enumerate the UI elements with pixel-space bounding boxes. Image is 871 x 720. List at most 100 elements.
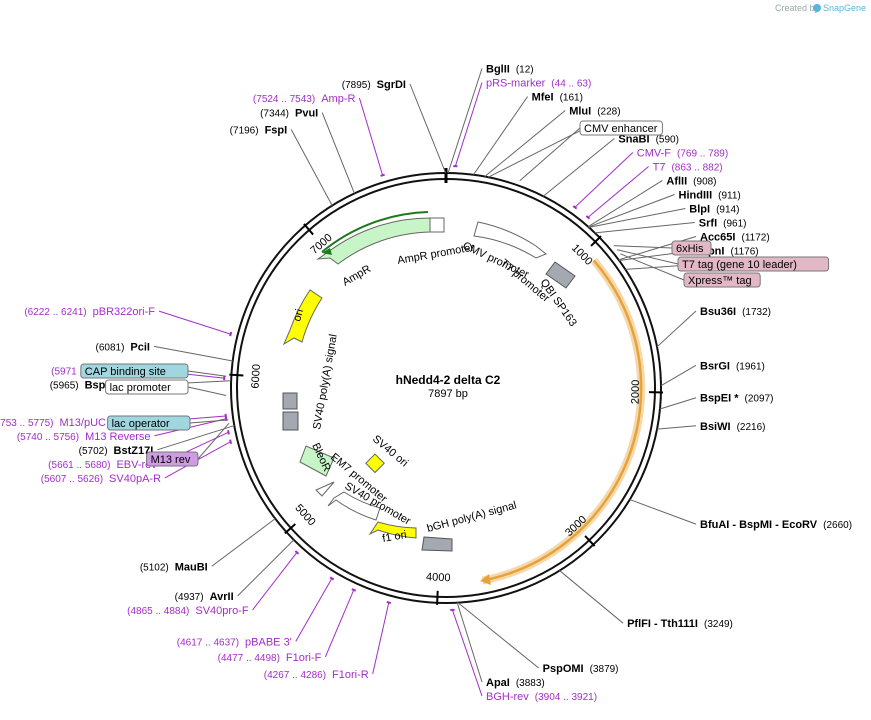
ampr-promoter-feature[interactable] [429, 217, 445, 233]
cut-site-label[interactable]: (5102)MauBI [140, 561, 208, 573]
cut-site-label[interactable]: SnaBI(590) [618, 133, 679, 145]
cut-site-label[interactable]: BsiWI(2216) [700, 421, 765, 433]
cut-site-position: (1176) [730, 246, 758, 257]
site-leader [484, 110, 566, 177]
sv40-ori-feature[interactable] [365, 453, 385, 474]
primer-leader [372, 602, 390, 674]
f1-ori-feature[interactable] [368, 521, 417, 539]
primer-label[interactable]: (4617 .. 4637)pBABE 3' [177, 636, 292, 648]
primer-label[interactable]: (5661 .. 5680)EBV-rev [48, 459, 157, 471]
cut-site-position: (228) [597, 106, 620, 117]
site-leader [456, 602, 483, 683]
cut-site-label[interactable]: (7196)FspI [230, 124, 288, 136]
primer-label[interactable]: pRS-marker(44 .. 63) [486, 77, 591, 89]
tick-label: 6000 [250, 364, 263, 389]
tick-mark [436, 590, 439, 605]
plasmid-size: 7897 bp [428, 388, 468, 400]
feature-tag-label[interactable]: Xpress™ tag [688, 275, 752, 287]
em7-promoter-feature[interactable] [315, 481, 335, 497]
cut-site-label[interactable]: (7344)PvuI [260, 108, 318, 120]
cut-site-name: PspOMI [543, 663, 584, 675]
cut-site-name: Acc65I [700, 231, 735, 243]
cut-site-label[interactable]: (7895)SgrDI [342, 79, 406, 91]
primer-label[interactable]: (4865 .. 4884)SV40pro-F [127, 605, 249, 617]
cut-site-position: (908) [693, 176, 716, 187]
bleor-feature[interactable] [299, 445, 335, 477]
primer-leader [574, 152, 634, 208]
cut-site-label[interactable]: PflFI - Tth111I(3249) [627, 618, 733, 630]
cmv-promoter-feature[interactable] [473, 221, 547, 259]
cut-site-label[interactable]: BspEI *(2097) [700, 393, 773, 405]
cut-site-label[interactable]: AflII(908) [666, 175, 716, 187]
cut-site-label[interactable]: BglII(12) [486, 63, 534, 75]
cut-site-label[interactable]: (4937)AvrII [175, 591, 234, 603]
primer-label[interactable]: CMV-F(769 .. 789) [637, 147, 728, 159]
cut-site-label[interactable]: PspOMI(3879) [543, 663, 619, 675]
site-leader [656, 425, 697, 430]
lac-region-block [282, 411, 299, 431]
primer-label[interactable]: BGH-rev(3904 .. 3921) [486, 691, 597, 703]
ampr-feature[interactable] [316, 217, 431, 265]
primer-leader [158, 310, 231, 335]
feature-tag-label[interactable]: 6xHis [676, 243, 704, 255]
primer-label[interactable]: (4477 .. 4498)F1ori-F [218, 652, 322, 664]
plasmid-name: hNedd4-2 delta C2 [396, 373, 501, 387]
primer-label[interactable]: (5607 .. 5626)SV40pA-R [41, 473, 161, 485]
primer-range: (7524 .. 7543) [253, 94, 315, 105]
cut-site-position: (914) [716, 204, 739, 215]
primer-label[interactable]: (7524 .. 7543)Amp-R [253, 93, 356, 105]
site-leader [211, 518, 276, 567]
cut-site-label[interactable]: ApaI(3883) [486, 677, 545, 689]
cut-site-label[interactable]: Bsu36I(1732) [700, 306, 771, 318]
cut-site-label[interactable]: BlpI(914) [689, 203, 739, 215]
primer-leader [295, 578, 333, 642]
feature-tag-label[interactable]: M13 rev [151, 454, 191, 466]
ori-feature[interactable] [282, 289, 323, 346]
credit-text: Created by [775, 3, 820, 13]
cut-site-label[interactable]: MfeI(161) [532, 91, 583, 103]
sv40-promoter-feature[interactable] [327, 491, 381, 521]
primer-range: (4865 .. 4884) [127, 606, 189, 617]
primer-name: F1ori-R [332, 669, 369, 681]
cut-site-label[interactable]: (6081)PciI [96, 341, 150, 353]
primer-leader [358, 97, 384, 176]
primer-mark [351, 588, 357, 592]
site-leader [237, 539, 295, 597]
cut-site-name: FspI [265, 124, 288, 136]
cut-site-label[interactable]: Acc65I(1172) [700, 231, 770, 243]
cut-site-position: (5102) [140, 562, 169, 573]
site-leader [588, 207, 686, 228]
primer-mark [572, 205, 578, 210]
feature-tag-label[interactable]: lac promoter [110, 382, 171, 394]
primer-leader [454, 82, 483, 167]
cut-site-label[interactable]: BsrGI(1961) [700, 360, 765, 372]
sv40-polya-feature[interactable] [282, 392, 298, 410]
cut-site-name: SgrDI [377, 79, 406, 91]
snapgene-logo: SnapGene [813, 3, 866, 13]
feature-tag-label[interactable]: lac operator [112, 418, 170, 430]
primer-label[interactable]: (4267 .. 4286) F1ori-R [264, 669, 369, 681]
feature-tag-label[interactable]: CAP binding site [85, 366, 166, 378]
site-leader [660, 364, 697, 387]
boxed-leader [620, 253, 685, 281]
cut-site-label[interactable]: MluI(228) [569, 105, 620, 117]
cut-site-label[interactable]: HindIII(911) [679, 189, 741, 201]
site-leader [290, 129, 333, 206]
cut-site-label[interactable]: (5702)BstZ17I [79, 445, 154, 457]
cut-site-position: (12) [516, 64, 534, 75]
qbi-sp163-feature[interactable] [545, 261, 576, 289]
bgh-polya-feature[interactable] [421, 536, 453, 552]
primer-range: (4267 .. 4286) [264, 670, 326, 681]
feature-tag-box [671, 240, 712, 256]
feature-tag-box [579, 120, 663, 136]
cut-site-name: BfuAI - BspMI - EcoRV [700, 519, 818, 531]
primer-name: CMV-F [637, 147, 672, 159]
primer-label[interactable]: (5740 .. 5756)M13 Reverse [17, 431, 151, 443]
cut-site-position: (7344) [260, 109, 289, 120]
primer-label[interactable]: T7(863 .. 882) [653, 161, 723, 173]
feature-tag-label[interactable]: T7 tag (gene 10 leader) [682, 259, 797, 271]
feature-tag-label[interactable]: CMV enhancer [584, 123, 658, 135]
cut-site-label[interactable]: BfuAI - BspMI - EcoRV(2660) [700, 519, 852, 531]
primer-label[interactable]: (6222 .. 6241)pBR322ori-F [24, 306, 155, 318]
cut-site-label[interactable]: SrfI(961) [699, 217, 747, 229]
